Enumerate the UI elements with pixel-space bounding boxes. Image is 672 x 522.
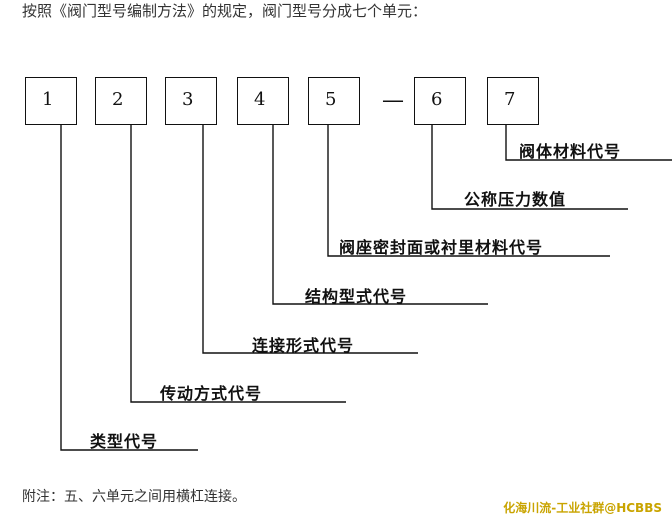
unit-box-2: 2 <box>95 77 147 125</box>
connector-unit-5 <box>327 125 610 257</box>
label-unit-7: 阀体材料代号 <box>519 142 622 161</box>
unit-box-5: 5 <box>308 77 360 125</box>
unit-number-2: 2 <box>112 89 124 110</box>
connector-unit-2 <box>130 125 346 403</box>
connector-unit-1 <box>60 125 198 451</box>
watermark: 化海川流-工业社群@HCBBS <box>503 501 662 515</box>
intro-text: 按照《阀门型号编制方法》的规定，阀门型号分成七个单元： <box>22 2 428 20</box>
unit-number-7: 7 <box>504 89 516 110</box>
unit-number-5: 5 <box>325 89 337 110</box>
label-unit-2: 传动方式代号 <box>160 384 263 403</box>
unit-number-6: 6 <box>431 89 443 110</box>
unit-box-4: 4 <box>237 77 289 125</box>
label-unit-4: 结构型式代号 <box>305 287 408 306</box>
connector-unit-4 <box>272 125 488 305</box>
label-unit-3: 连接形式代号 <box>252 336 355 355</box>
unit-number-4: 4 <box>254 89 266 110</box>
unit-number-3: 3 <box>182 89 194 110</box>
unit-box-3: 3 <box>165 77 217 125</box>
label-unit-1: 类型代号 <box>90 432 159 451</box>
label-unit-6: 公称压力数值 <box>464 190 567 209</box>
footnote: 附注：五、六单元之间用横杠连接。 <box>22 489 246 505</box>
label-unit-5: 阀座密封面或衬里材料代号 <box>339 238 544 257</box>
unit-box-1: 1 <box>25 77 77 125</box>
unit-box-6: 6 <box>414 77 466 125</box>
connector-unit-6 <box>431 125 628 210</box>
connector-unit-7 <box>505 125 672 161</box>
unit-box-7: 7 <box>487 77 539 125</box>
unit-number-1: 1 <box>42 89 54 110</box>
connector-unit-3 <box>202 125 418 354</box>
